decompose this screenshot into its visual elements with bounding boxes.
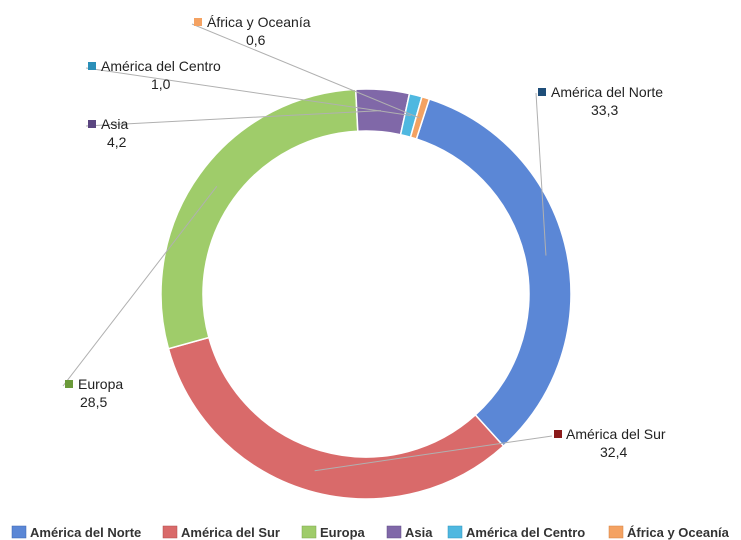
label-asia: Asia 4,2 [88,116,128,150]
donut-slice-am-rica-del-sur [167,336,505,500]
leader-line [314,435,553,472]
donut-slice--frica-y-ocean-a [409,95,431,140]
leader-line [535,92,547,256]
donut-slice-europa [160,88,359,350]
leader-line [191,23,420,119]
label-america-del-centro: América del Centro 1,0 [88,58,221,92]
label-america-del-norte: América del Norte 33,3 [538,84,663,118]
donut-slice-am-rica-del-norte [415,98,572,448]
legend-label: América del Sur [181,525,280,540]
label-value: 0,6 [246,32,266,48]
label-value: 4,2 [107,134,127,150]
label-value: 32,4 [600,444,627,460]
label-europa: Europa 28,5 [65,376,123,410]
label-value: 1,0 [151,76,171,92]
donut-slices [160,88,572,500]
legend-label: Asia [405,525,433,540]
label-value: 28,5 [80,394,107,410]
label-name: África y Oceanía [207,14,311,30]
legend-item-america-del-norte: América del Norte [11,525,141,540]
legend: América del Norte América del Sur Europa… [11,525,730,540]
label-name: Europa [78,376,123,392]
leader-line [62,186,218,387]
leader-line [85,110,382,127]
label-name: América del Norte [551,84,663,100]
label-name: Asia [101,116,128,132]
leader-lines [62,23,553,472]
legend-item-america-del-sur: América del Sur [162,525,280,540]
data-labels: América del Norte 33,3 América del Sur 3… [65,14,666,460]
legend-item-europa: Europa [301,525,366,540]
label-name: América del Centro [101,58,221,74]
leader-line [85,67,411,116]
label-value: 33,3 [591,102,618,118]
legend-label: América del Centro [466,525,585,540]
legend-item-asia: Asia [386,525,433,540]
label-america-del-sur: América del Sur 32,4 [554,426,666,460]
legend-label: África y Oceanía [627,525,730,540]
label-name: América del Sur [566,426,666,442]
legend-item-africa-y-oceania: África y Oceanía [608,525,730,540]
label-africa-y-oceania: África y Oceanía 0,6 [194,14,311,48]
legend-label: América del Norte [30,525,141,540]
legend-item-america-del-centro: América del Centro [447,525,585,540]
legend-label: Europa [320,525,366,540]
